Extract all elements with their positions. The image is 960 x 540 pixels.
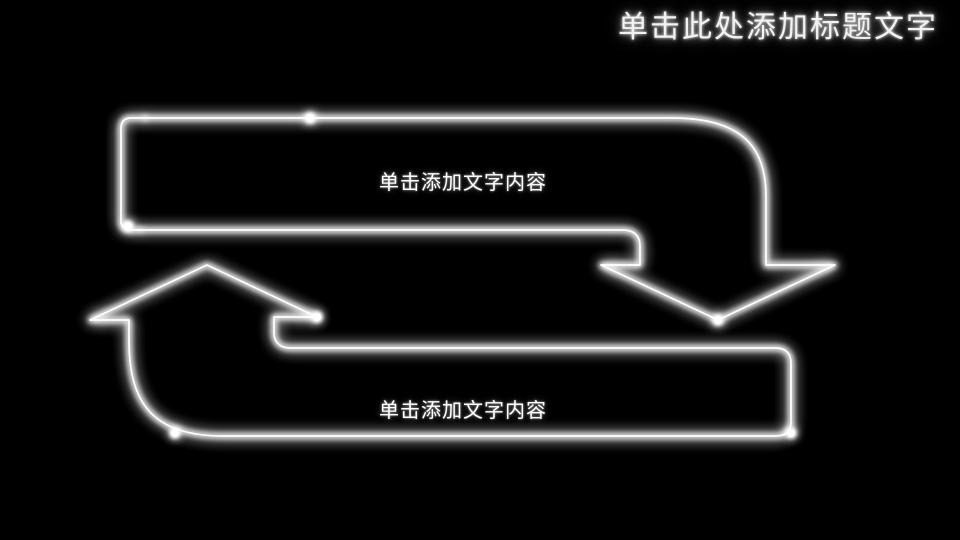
node-dot-lower-arrowtail-core xyxy=(313,313,321,321)
node-dot-upper-top-core xyxy=(306,114,314,122)
upper-arrow-outline xyxy=(139,117,836,321)
upper-arrow-left-cap-glow xyxy=(119,116,147,232)
node-dot-lower-curve-core xyxy=(171,429,179,437)
node-dot-upper-bottomleft-core xyxy=(124,222,132,230)
upper-arrow-outline-glow xyxy=(138,116,837,322)
upper-arrow-left-cap xyxy=(120,117,146,231)
node-dot-lower-right-core xyxy=(787,429,795,437)
page-title[interactable]: 单击此处添加标题文字 xyxy=(618,11,938,44)
upper-block-text[interactable]: 单击添加文字内容 xyxy=(379,172,547,194)
lower-bent-arrow-shape[interactable] xyxy=(88,263,796,438)
node-dot-upper-arrowtip-core xyxy=(714,316,722,324)
upper-bent-arrow-shape[interactable] xyxy=(119,113,837,325)
lower-block-text[interactable]: 单击添加文字内容 xyxy=(379,400,547,422)
